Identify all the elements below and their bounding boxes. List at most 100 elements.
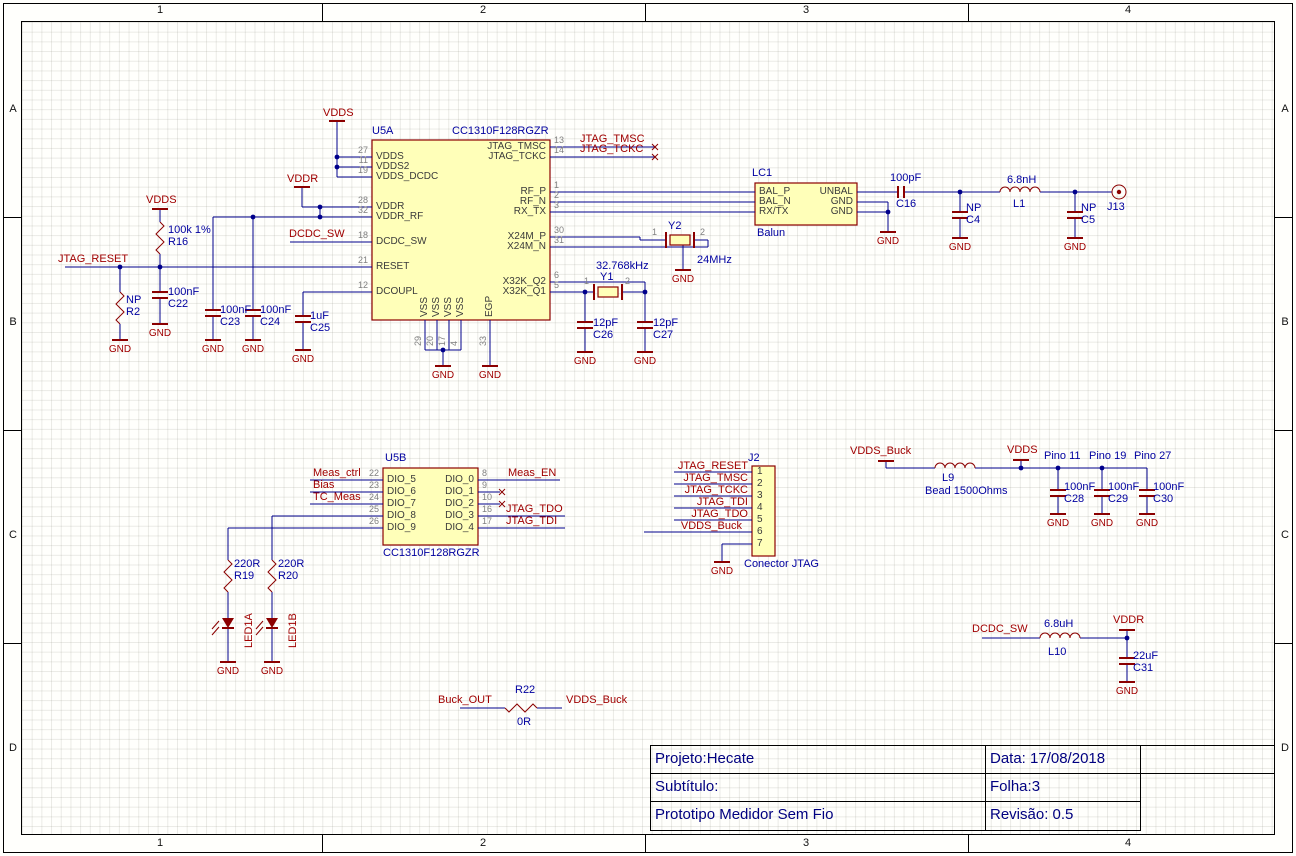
- designator-label: Y1: [600, 271, 614, 283]
- pin-name: BAL_N: [759, 196, 791, 207]
- pin-number: 19: [357, 165, 368, 175]
- zone-label-right-d: D: [1281, 742, 1289, 754]
- note-pino-27: Pino 27: [1134, 450, 1172, 462]
- pin-number: 2: [554, 190, 560, 200]
- component-u5a[interactable]: [371, 139, 551, 321]
- zone-tick: [1275, 430, 1292, 431]
- sheet-border: [3, 3, 1293, 853]
- pin-number: 22: [368, 468, 379, 478]
- gnd-port: GND: [573, 356, 597, 367]
- designator-label: 6.8nH: [1007, 174, 1037, 186]
- zone-label-top-2: 2: [479, 4, 487, 16]
- crystal-y2[interactable]: [669, 234, 691, 246]
- power-port-vdds: VDDS: [1007, 444, 1038, 456]
- gnd-port: GND: [1135, 518, 1159, 529]
- designator-label: R2: [126, 306, 141, 318]
- gnd-port: GND: [201, 344, 225, 355]
- wires: [65, 121, 1148, 709]
- designator-label: 100nF: [1153, 481, 1185, 493]
- net-label: Meas_ctrl: [313, 467, 361, 479]
- pin-name: DIO_6: [387, 486, 416, 497]
- pin-number: 13: [554, 135, 565, 145]
- pin-number: 2: [625, 276, 631, 286]
- power-port-vddr: VDDR: [287, 173, 319, 185]
- component-j2-jtag[interactable]: [751, 465, 776, 557]
- ref-u5b: U5B: [385, 452, 407, 464]
- zone-label-bottom-1: 1: [156, 837, 164, 849]
- pin-number: 33: [478, 335, 488, 346]
- pin-name: JTAG_TCKC: [488, 151, 546, 162]
- pin-number: 25: [368, 504, 379, 514]
- net-label: JTAG_TDO: [506, 503, 563, 515]
- designator-label: C16: [896, 198, 917, 210]
- designator-label: C28: [1064, 493, 1085, 505]
- net-label: Buck_OUT: [438, 694, 492, 706]
- designator-label: C4: [966, 214, 981, 226]
- designator-label: L9: [942, 472, 955, 484]
- designator-label: 100nF: [168, 286, 200, 298]
- designator-label: 100pF: [890, 172, 922, 184]
- titleblock-subtitle: Subtítulo:: [655, 778, 719, 795]
- gnd-port: GND: [1063, 242, 1087, 253]
- designator-label: C5: [1081, 214, 1096, 226]
- pin-name: RF_P: [520, 186, 546, 197]
- pin-number: 14: [554, 145, 565, 155]
- zone-label-left-b: B: [9, 316, 17, 328]
- zone-label-right-a: A: [1281, 103, 1289, 115]
- ref-j13: J13: [1107, 201, 1125, 213]
- pin-name: 2: [757, 478, 763, 489]
- designator-label: Conector JTAG: [744, 558, 819, 570]
- net-label: VDDS_Buck: [566, 694, 628, 706]
- connector-j13[interactable]: [1111, 184, 1127, 200]
- pin-number: 1: [584, 276, 590, 286]
- led1b[interactable]: [255, 618, 278, 636]
- pin-name: VDDS2: [376, 161, 410, 172]
- pin-number: 3: [554, 200, 560, 210]
- ref-u5a: U5A: [372, 125, 394, 137]
- zone-tick: [968, 835, 969, 852]
- designator-label: Y2: [668, 220, 682, 232]
- gnd-port: GND: [710, 566, 734, 577]
- pin-name: RESET: [376, 261, 410, 272]
- ref-led1b: LED1B: [287, 613, 299, 648]
- designator-label: R19: [234, 570, 255, 582]
- component-u5b[interactable]: [382, 467, 479, 546]
- zone-label-left-c: C: [9, 529, 17, 541]
- pin-name: DIO_4: [445, 522, 474, 533]
- designator-label: 12pF: [593, 317, 619, 329]
- pin-name: RX_TX: [513, 206, 546, 217]
- power-port-vdds: VDDS: [323, 107, 354, 119]
- designator-label: NP: [966, 202, 982, 214]
- gnd-port: GND: [633, 356, 657, 367]
- designator-label: C22: [168, 298, 189, 310]
- crystal-y1[interactable]: [597, 286, 619, 298]
- pin-name: VDDR_RF: [376, 211, 424, 222]
- zone-label-right-b: B: [1281, 316, 1289, 328]
- note-pino-19: Pino 19: [1089, 450, 1127, 462]
- net-label: JTAG_TCKC: [580, 143, 644, 155]
- designator-label: C29: [1108, 493, 1129, 505]
- pin-number: 30: [554, 225, 565, 235]
- led1a[interactable]: [211, 618, 234, 636]
- pin-name: 6: [757, 526, 763, 537]
- net-label: Bias: [313, 479, 335, 491]
- designator-label: C31: [1133, 662, 1154, 674]
- pin-name: VSS: [455, 296, 466, 317]
- component-lc1-balun[interactable]: [754, 182, 858, 226]
- component-bodies: [371, 139, 858, 557]
- pin-name: RX/TX: [759, 206, 789, 217]
- pin-number: 16: [482, 504, 493, 514]
- net-label: DCDC_SW: [972, 623, 1028, 635]
- zone-tick: [1275, 643, 1292, 644]
- pin-number: 21: [357, 255, 368, 265]
- titleblock-sheet-number: Folha:3: [990, 778, 1041, 795]
- designator-label: C24: [260, 316, 281, 328]
- pin-name: X24M_P: [507, 231, 546, 242]
- designator-label: 6.8uH: [1044, 618, 1074, 630]
- designator-label: L1: [1013, 198, 1026, 210]
- pin-number: 26: [368, 516, 379, 526]
- designator-label: 1uF: [310, 310, 329, 322]
- titleblock-revision: Revisão: 0.5: [990, 806, 1074, 823]
- pin-number: 17: [482, 516, 493, 526]
- junctions: [117, 154, 1130, 641]
